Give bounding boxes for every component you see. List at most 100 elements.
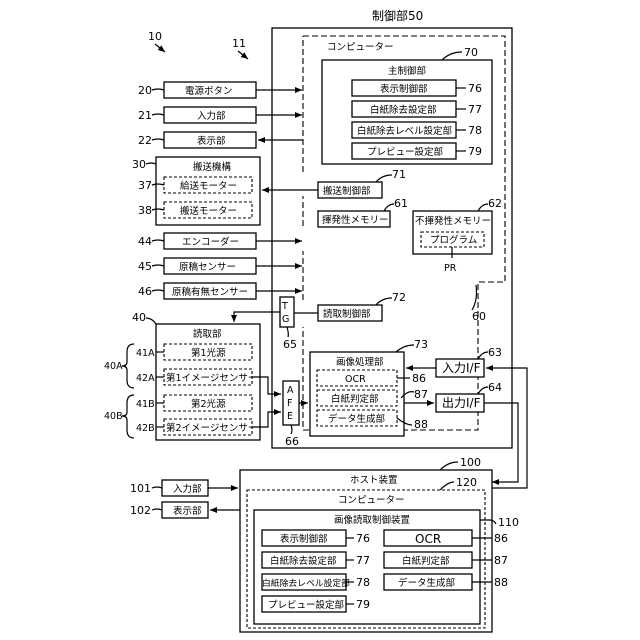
ref-30: 30 bbox=[132, 158, 146, 171]
leader-46 bbox=[152, 290, 164, 291]
ref-102: 102 bbox=[130, 504, 151, 517]
light-source-2-label: 第2光源 bbox=[191, 398, 226, 410]
afe-label-a: A bbox=[287, 385, 294, 396]
ref-61: 61 bbox=[394, 197, 408, 210]
ref-110: 110 bbox=[498, 516, 519, 529]
ref-h79: 79 bbox=[356, 598, 370, 611]
brace-40B bbox=[122, 395, 134, 438]
volatile-memory-label: 揮発性メモリー bbox=[322, 214, 389, 226]
afe-label-e: E bbox=[287, 411, 293, 422]
ref-h78: 78 bbox=[356, 576, 370, 589]
leader-101 bbox=[152, 487, 162, 488]
ref-64: 64 bbox=[488, 381, 502, 394]
blank-judgment-label: 白紙判定部 bbox=[331, 393, 379, 405]
leader-20 bbox=[152, 89, 164, 90]
ref-20: 20 bbox=[138, 84, 152, 97]
ref-73: 73 bbox=[414, 338, 428, 351]
ref-40A: 40A bbox=[104, 361, 123, 372]
host-blank-removal-level-label: 白紙除去レベル設定部 bbox=[262, 577, 350, 589]
arrow-10 bbox=[155, 44, 165, 52]
tg-label-g: G bbox=[282, 314, 289, 325]
ref-37: 37 bbox=[138, 179, 152, 192]
input-unit-label: 入力部 bbox=[197, 110, 226, 122]
host-display-control-label: 表示制御部 bbox=[280, 533, 328, 545]
leader-30 bbox=[146, 163, 156, 164]
brace-40A bbox=[122, 344, 134, 388]
display-control-label: 表示制御部 bbox=[380, 83, 428, 95]
host-input-unit-label: 入力部 bbox=[173, 483, 202, 495]
ref-71: 71 bbox=[392, 168, 406, 181]
host-blank-removal-setting-label: 白紙除去設定部 bbox=[270, 555, 337, 567]
program-label: プログラム bbox=[430, 234, 477, 246]
leader-100 bbox=[440, 462, 458, 470]
ref-41B: 41B bbox=[136, 399, 155, 410]
ref-44: 44 bbox=[138, 235, 152, 248]
ref-79: 79 bbox=[468, 145, 482, 158]
ref-40B: 40B bbox=[104, 411, 123, 422]
ref-60: 60 bbox=[472, 310, 486, 323]
ocr-label: OCR bbox=[345, 374, 366, 385]
blank-removal-setting-label: 白紙除去設定部 bbox=[370, 104, 437, 116]
ref-88: 88 bbox=[414, 418, 428, 431]
ref-h88: 88 bbox=[494, 576, 508, 589]
ref-38: 38 bbox=[138, 204, 152, 217]
ref-h77: 77 bbox=[356, 554, 370, 567]
reading-unit-label: 読取部 bbox=[193, 328, 222, 340]
ref-pr: PR bbox=[444, 263, 457, 274]
ref-h87: 87 bbox=[494, 554, 508, 567]
afe-label-f: F bbox=[287, 398, 292, 409]
arrow-11 bbox=[238, 51, 248, 59]
image-sensor-1-label: 第1イメージセンサー bbox=[166, 372, 257, 384]
preview-setting-label: プレビュー設定部 bbox=[367, 146, 443, 158]
leader-22 bbox=[152, 139, 164, 140]
host-ocr-label: OCR bbox=[415, 532, 441, 546]
ref-11: 11 bbox=[232, 37, 246, 50]
host-device-label: ホスト装置 bbox=[350, 474, 398, 486]
host-preview-setting-label: プレビュー設定部 bbox=[268, 599, 344, 611]
ref-66: 66 bbox=[285, 435, 299, 448]
ref-78: 78 bbox=[468, 124, 482, 137]
image-processing-label: 画像処理部 bbox=[336, 356, 384, 368]
transport-mechanism-label: 搬送機構 bbox=[193, 161, 232, 173]
reading-control-label: 読取制御部 bbox=[323, 308, 371, 320]
ref-120: 120 bbox=[456, 476, 477, 489]
computer-label: コンピューター bbox=[327, 42, 394, 53]
image-reading-control-device-label: 画像読取制御装置 bbox=[334, 514, 410, 526]
input-if-label: 入力I/F bbox=[442, 361, 481, 375]
leader-102 bbox=[152, 509, 162, 510]
ref-22: 22 bbox=[138, 134, 152, 147]
ref-46: 46 bbox=[138, 285, 152, 298]
output-if-label: 出力I/F bbox=[442, 396, 481, 410]
ref-42A: 42A bbox=[136, 373, 155, 384]
document-presence-sensor-label: 原稿有無センサー bbox=[172, 286, 248, 298]
ref-h86: 86 bbox=[494, 532, 508, 545]
ref-41A: 41A bbox=[136, 348, 155, 359]
host-data-generation-label: データ生成部 bbox=[398, 577, 455, 589]
ref-101: 101 bbox=[130, 482, 151, 495]
power-button-label: 電源ボタン bbox=[185, 86, 233, 97]
ref-40: 40 bbox=[132, 311, 146, 324]
ref-87: 87 bbox=[414, 388, 428, 401]
transport-motor-label: 搬送モーター bbox=[180, 205, 237, 217]
ref-65: 65 bbox=[283, 338, 297, 351]
ref-45: 45 bbox=[138, 260, 152, 273]
main-control-label: 主制御部 bbox=[388, 65, 426, 77]
ref-63: 63 bbox=[488, 346, 502, 359]
ref-21: 21 bbox=[138, 109, 152, 122]
host-blank-judgment-label: 白紙判定部 bbox=[402, 555, 450, 567]
document-sensor-label: 原稿センサー bbox=[179, 261, 236, 273]
ref-10: 10 bbox=[148, 30, 162, 43]
ref-70: 70 bbox=[464, 46, 478, 59]
ref-62: 62 bbox=[488, 197, 502, 210]
feed-motor-label: 給送モーター bbox=[180, 180, 237, 192]
control-unit-label: 制御部50 bbox=[372, 8, 423, 23]
ref-86: 86 bbox=[412, 372, 426, 385]
leader-21 bbox=[152, 114, 164, 115]
light-source-1-label: 第1光源 bbox=[191, 347, 226, 359]
display-unit-label: 表示部 bbox=[197, 135, 226, 147]
ref-42B: 42B bbox=[136, 423, 155, 434]
ref-76: 76 bbox=[468, 82, 482, 95]
leader-45 bbox=[152, 265, 164, 266]
tg-label-t: T bbox=[281, 301, 288, 312]
